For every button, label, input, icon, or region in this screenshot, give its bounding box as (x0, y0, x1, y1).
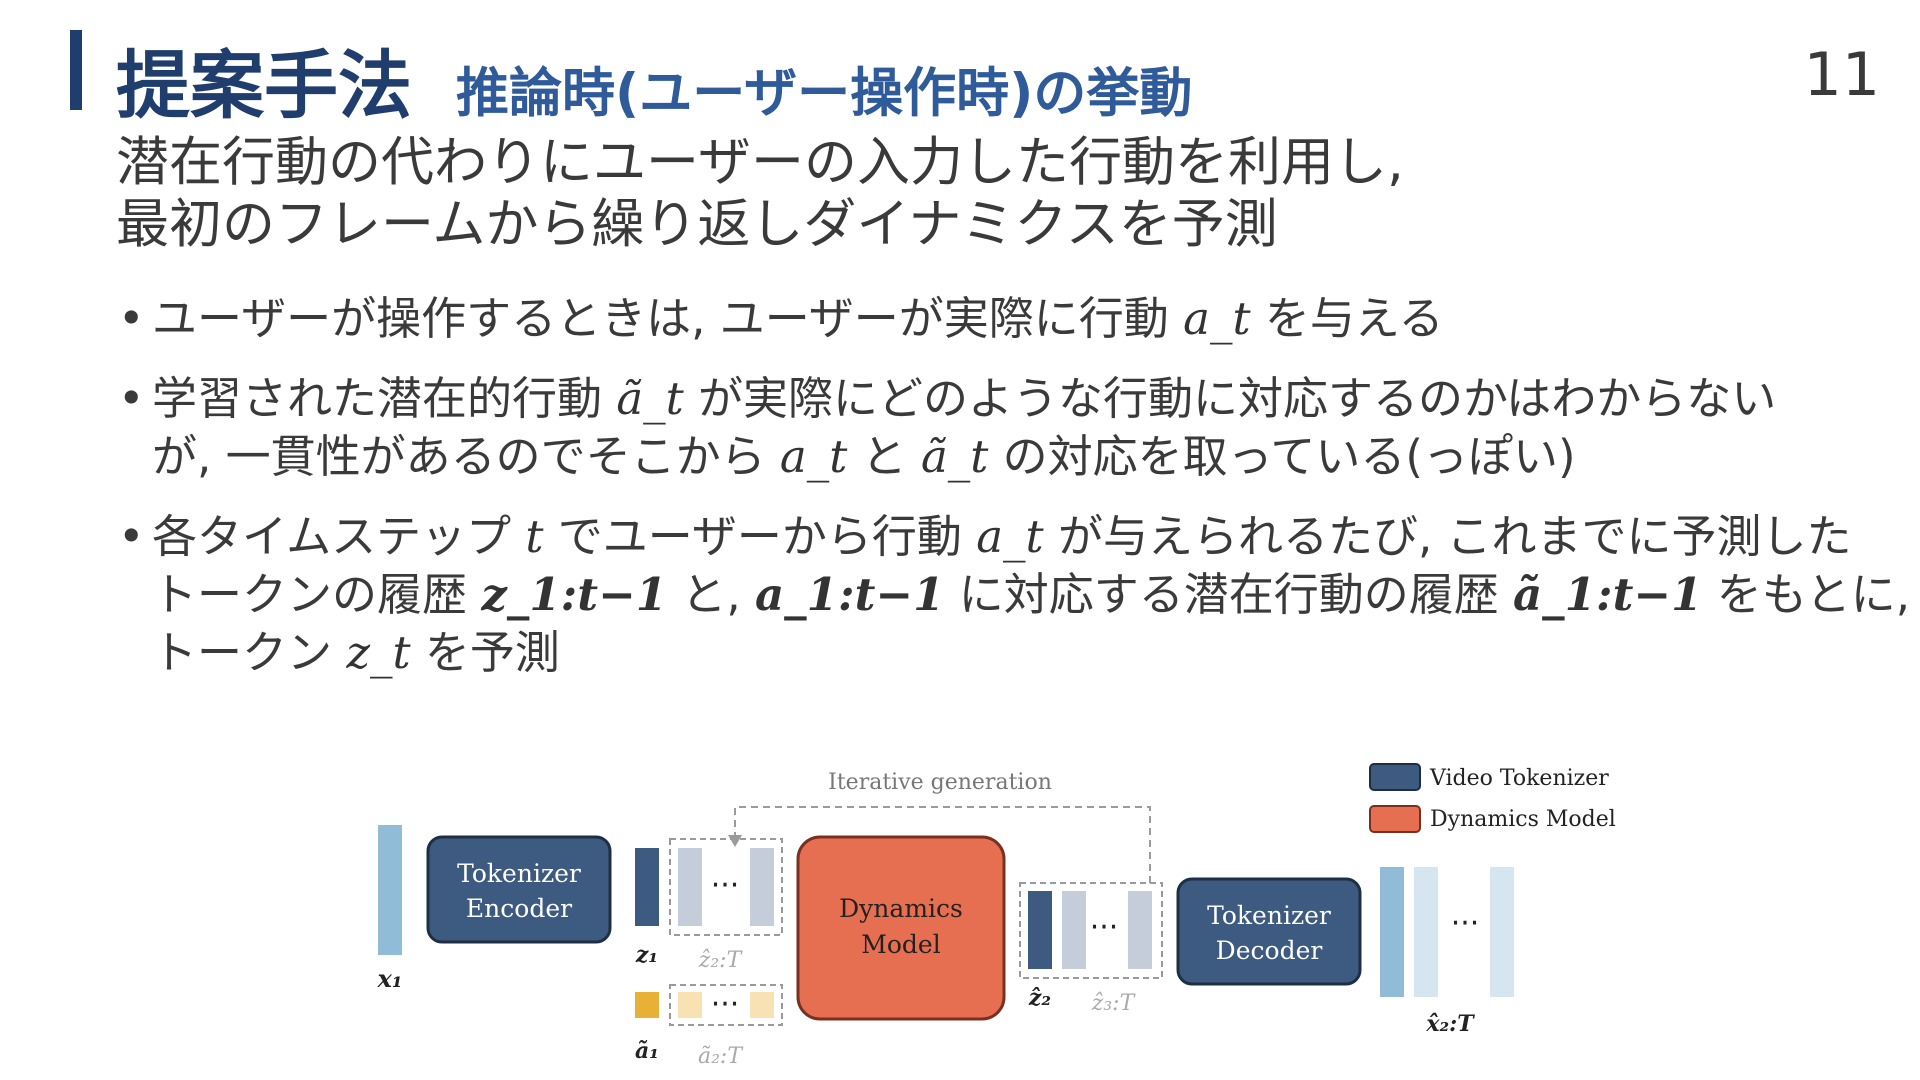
legend-label-dynamics: Dynamics Model (1430, 807, 1616, 832)
ellipsis-zhat: ··· (1090, 910, 1119, 945)
text-segment: トークンの履歴 (152, 568, 482, 621)
bullet-line: トークンの履歴 z_1:t−1 と, a_1:t−1 に対応する潜在行動の履歴 … (152, 566, 1920, 624)
text-segment: と (847, 430, 921, 483)
pred-token-frame (1019, 882, 1163, 979)
label-zhat3T: ẑ₃:T (1091, 991, 1137, 1016)
lead-line-1: 潜在行動の代わりにユーザーの入力した行動を利用し, (116, 132, 1404, 193)
decoder-label-line1: Tokenizer (1207, 901, 1331, 930)
math-z-t: z_t (346, 626, 411, 679)
text-segment: を予測 (410, 626, 560, 679)
text-segment: をもとに, 次の (1716, 568, 1920, 621)
page-title: 提案手法 推論時(ユーザー操作時)の挙動 (116, 26, 1192, 133)
token-zhat-placeholder (1128, 891, 1152, 969)
label-z1: z₁ (635, 942, 658, 968)
input-frame-bar (378, 825, 402, 955)
label-zhat2: ẑ₂ (1028, 985, 1051, 1011)
title-subtitle: 推論時(ユーザー操作時)の挙動 (456, 63, 1193, 124)
label-a1: ã₁ (635, 1038, 659, 1064)
dynamics-label-line2: Model (861, 930, 940, 959)
iterative-loop-arrow (734, 806, 1151, 883)
math-atilde-history: ã_1:t−1 (1513, 568, 1703, 621)
tokenizer-encoder-box (426, 835, 612, 944)
loop-arrowhead-icon (728, 835, 742, 847)
text-segment: が与えられるたび, これまでに予測した (1043, 510, 1852, 563)
inference-diagram: Iterative generation Video Tokenizer Dyn… (340, 755, 1630, 1075)
text-segment: に対応する潜在行動の履歴 (944, 568, 1514, 621)
label-xhat2T: x̂₂:T (1425, 1011, 1475, 1037)
legend-label-tokenizer: Video Tokenizer (1429, 766, 1609, 791)
text-segment: を与える (1250, 292, 1444, 345)
label-z2T: ẑ₂:T (698, 948, 744, 973)
encoder-label-line1: Tokenizer (457, 859, 581, 888)
title-main: 提案手法 (116, 43, 412, 129)
math-a-t: a_t (1183, 292, 1251, 345)
text-segment: 学習された潜在的行動 (152, 372, 617, 425)
encoder-label-line2: Encoder (466, 894, 572, 923)
bullet-item-1: • ユーザーが操作するときは, ユーザーが実際に行動 a_t を与える (116, 290, 1906, 348)
math-atilde-t: ã_t (616, 372, 684, 425)
iterative-label: Iterative generation (828, 770, 1052, 795)
token-a-placeholder (678, 992, 702, 1018)
token-a1 (635, 992, 659, 1018)
math-a-t: a_t (779, 430, 848, 483)
math-a-history: a_1:t−1 (755, 568, 945, 621)
label-x1: x₁ (377, 964, 403, 993)
bullet-line: が, 一貫性があるのでそこから a_t と ã_t の対応を取っている(っぽい) (152, 428, 1906, 486)
lead-line-2: 最初のフレームから繰り返しダイナミクスを予測 (116, 194, 1278, 255)
token-z-placeholder (678, 848, 702, 926)
math-z-history: z_1:t−1 (481, 568, 668, 621)
legend-swatch-dynamics (1369, 805, 1421, 833)
tokenizer-decoder-box (1176, 877, 1362, 986)
label-a2T: ã₂:T (698, 1044, 744, 1069)
output-frame-bar (1380, 867, 1404, 997)
output-frame-bar (1414, 867, 1438, 997)
text-segment: と, (667, 568, 756, 621)
ellipsis-z: ··· (711, 868, 740, 903)
bullet-line: 各タイムステップ t でユーザーから行動 a_t が与えられるたび, これまでに… (152, 508, 1906, 566)
dynamics-label-line1: Dynamics (839, 894, 963, 923)
token-z-placeholder (750, 848, 774, 926)
math-t: t (525, 510, 544, 563)
text-segment: の対応を取っている(っぽい) (988, 430, 1576, 483)
dynamics-model-box (796, 835, 1006, 1021)
ellipsis-xhat: ··· (1451, 906, 1480, 941)
bullet-item-3: • 各タイムステップ t でユーザーから行動 a_t が与えられるたび, これま… (116, 508, 1920, 682)
page-number: 11 (1803, 40, 1880, 110)
title-accent-bar (70, 30, 82, 110)
text-segment: が実際にどのような行動に対応するのかはわからない (683, 372, 1777, 425)
text-segment: 各タイムステップ (152, 510, 526, 563)
lead-text: 潜在行動の代わりにユーザーの入力した行動を利用し, 最初のフレームから繰り返しダ… (116, 132, 1404, 256)
decoder-label-line2: Decoder (1216, 936, 1323, 965)
math-atilde-t: ã_t (920, 430, 989, 483)
bullet-dot-icon: • (118, 372, 145, 425)
ellipsis-a: ··· (711, 987, 740, 1022)
token-placeholder-frame (669, 838, 783, 936)
bullet-dot-icon: • (118, 510, 145, 563)
output-frame-bar (1490, 867, 1514, 997)
bullet-dot-icon: • (118, 292, 145, 345)
bullet-line: トークン z_t を予測 (152, 624, 1906, 682)
math-a-t: a_t (976, 510, 1044, 563)
bullet-item-2: • 学習された潜在的行動 ã_t が実際にどのような行動に対応するのかはわからな… (116, 370, 1906, 486)
text-segment: でユーザーから行動 (543, 510, 977, 563)
legend-swatch-tokenizer (1369, 763, 1421, 791)
bullet-line: 学習された潜在的行動 ã_t が実際にどのような行動に対応するのかはわからない (152, 370, 1906, 428)
bullet-line: ユーザーが操作するときは, ユーザーが実際に行動 a_t を与える (152, 290, 1906, 348)
text-segment: が, 一貫性があるのでそこから (152, 430, 780, 483)
token-zhat-placeholder (1062, 891, 1086, 969)
token-z1 (635, 848, 659, 926)
token-a-placeholder (750, 992, 774, 1018)
token-zhat2 (1028, 891, 1052, 969)
text-segment: ユーザーが操作するときは, ユーザーが実際に行動 (152, 292, 1184, 345)
text-segment: トークン (152, 626, 347, 679)
bullet-list: • ユーザーが操作するときは, ユーザーが実際に行動 a_t を与える • 学習… (116, 290, 1920, 704)
action-placeholder-frame (669, 984, 783, 1026)
diagram-svg: Iterative generation Video Tokenizer Dyn… (377, 763, 1616, 1069)
